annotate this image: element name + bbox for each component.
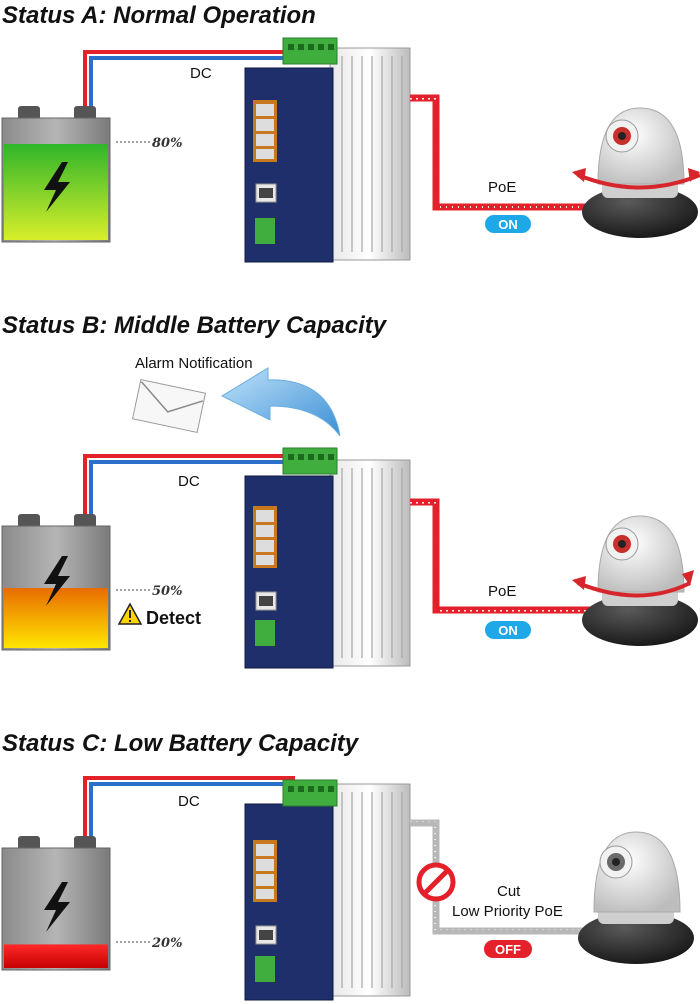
battery-icon: [1, 836, 111, 971]
terminal-block: [282, 779, 338, 807]
diagram-scene: DC 80%: [1, 37, 700, 263]
poe-status-badge: ON: [485, 621, 531, 639]
detect-label: Detect: [146, 608, 201, 628]
lightning-bolt-icon: [44, 556, 70, 606]
poe-status-badge: ON: [485, 215, 531, 233]
battery-icon: [1, 106, 111, 243]
panel-title: Status B: Middle Battery Capacity: [2, 312, 387, 339]
terminal-block: [282, 447, 338, 475]
alarm-arrow: [220, 367, 341, 437]
ptz-camera-icon: [578, 831, 694, 964]
panel-title: Status A: Normal Operation: [2, 2, 316, 29]
dc-cable: [83, 454, 295, 520]
battery-percent: 50%: [152, 584, 182, 599]
ptz-camera-icon: [572, 107, 700, 238]
alarm-notification-label: Alarm Notification: [135, 355, 253, 372]
industrial-switch-icon: [244, 447, 411, 669]
poe-label: PoE: [488, 583, 516, 600]
dc-cable: [83, 50, 295, 112]
terminal-block: [282, 37, 338, 65]
battery-percent: 20%: [151, 936, 182, 951]
cut-label: Cut: [497, 883, 521, 900]
battery-percent: 80%: [152, 136, 182, 151]
ptz-camera-icon: [572, 515, 698, 646]
prohibited-icon: [416, 862, 456, 902]
panel-status-b: Status B: Middle Battery Capacity Alarm …: [0, 308, 700, 688]
industrial-switch-icon: [244, 779, 411, 1001]
poe-label: PoE: [488, 179, 516, 196]
battery-icon: [1, 514, 111, 651]
dc-label: DC: [178, 793, 200, 810]
battery-charge-fill: [4, 944, 108, 968]
poe-status-badge: OFF: [484, 940, 532, 958]
panel-status-c: Status C: Low Battery Capacity DC 20%: [0, 728, 700, 1004]
dc-label: DC: [178, 473, 200, 490]
poe-cable: [410, 94, 600, 211]
diagram-scene: Alarm Notification DC 50% Detect: [1, 355, 698, 669]
lightning-bolt-icon: [44, 162, 70, 212]
dc-cable: [83, 776, 295, 844]
poe-label: Low Priority PoE: [452, 903, 563, 920]
battery-charge-fill: [4, 588, 108, 648]
warning-triangle-icon: [117, 602, 143, 625]
dc-label: DC: [190, 65, 212, 82]
poe-state-text: OFF: [495, 942, 521, 957]
panel-title: Status C: Low Battery Capacity: [2, 730, 359, 757]
industrial-switch-icon: [244, 37, 411, 263]
lightning-bolt-icon: [44, 882, 70, 932]
poe-cable: [410, 498, 600, 614]
diagram-scene: DC 20%: [1, 776, 694, 1001]
panel-status-a: Status A: Normal Operation DC 80%: [0, 0, 700, 300]
poe-state-text: ON: [498, 217, 518, 232]
poe-state-text: ON: [498, 623, 518, 638]
envelope-icon: [131, 378, 207, 434]
